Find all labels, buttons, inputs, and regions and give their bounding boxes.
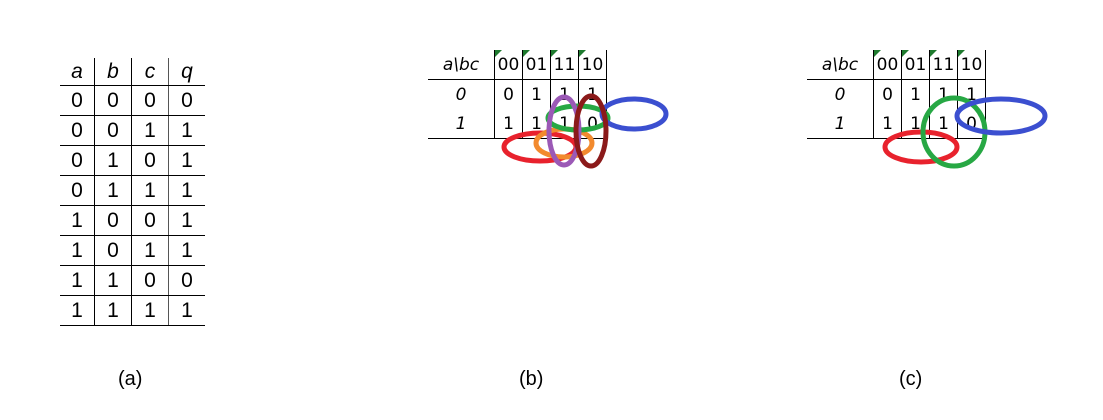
caption-c: (c): [899, 368, 923, 390]
truth-table-cell-c: 0: [131, 145, 169, 176]
kmap-c-cell: 0: [873, 79, 902, 109]
kmap-b-col-header: 11: [550, 50, 579, 80]
truth-table-cell-b: 1: [94, 295, 132, 326]
kmap-b-cell: 1: [522, 109, 551, 139]
truth-table-cell-a: 1: [60, 265, 95, 296]
kmap-c-row-label: 0: [834, 84, 846, 105]
truth-table-cell-a: 0: [60, 175, 95, 206]
truth-table-cell-a: 1: [60, 205, 95, 236]
kmap-b-cell: 1: [550, 109, 579, 139]
truth-table-cell-c: 0: [131, 205, 169, 236]
kmap-b-cell: 1: [550, 79, 579, 109]
loop-blue: [599, 96, 669, 132]
kmap-b-col-header: 01: [522, 50, 551, 80]
truth-table-cell-q: 1: [168, 115, 205, 146]
kmap-b-col-header: 10: [578, 50, 607, 80]
truth-table-cell-c: 1: [131, 115, 169, 146]
kmap-b-cell: 1: [522, 79, 551, 109]
kmap-c-cell: 1: [929, 109, 958, 139]
kmap-b-col-header: 00: [494, 50, 523, 80]
kmap-b-row-label: 1: [428, 109, 495, 139]
truth-table-cell-a: 1: [60, 235, 95, 266]
truth-table-cell-c: 1: [131, 175, 169, 206]
truth-table-cell-b: 1: [94, 145, 132, 176]
truth-table-cell-b: 0: [94, 235, 132, 266]
kmap-c-col-header: 10: [957, 50, 986, 80]
truth-table-cell-a: 0: [60, 145, 95, 176]
truth-table-cell-a: 1: [60, 295, 95, 326]
kmap-c-cell: 1: [873, 109, 902, 139]
truth-table-cell-b: 0: [94, 85, 132, 116]
truth-table-header: a b c q: [60, 58, 205, 86]
truth-table-cell-q: 1: [168, 175, 205, 206]
truth-table-cell-c: 0: [131, 85, 169, 116]
kmap-b-cell: 0: [494, 79, 523, 109]
kmap-c: a\bc 00 01 11 10 0 0 1 1 1 1 1 1 1 0: [807, 50, 1048, 169]
col-header-c: c: [131, 58, 169, 86]
kmap-b-corner: a\bc: [428, 50, 495, 80]
col-header-a: a: [60, 58, 95, 86]
truth-table-cell-c: 1: [131, 235, 169, 266]
truth-table-cell-a: 0: [60, 85, 95, 116]
kmap-c-cell: 1: [901, 109, 930, 139]
kmap-c-col-header: 00: [873, 50, 902, 80]
kmap-c-cell: 0: [957, 109, 986, 139]
truth-table-cell-q: 1: [168, 205, 205, 236]
truth-table-cell-q: 1: [168, 235, 205, 266]
kmap-c-col-header: 01: [901, 50, 930, 80]
kmap-b-row-label: 0: [455, 84, 467, 105]
col-header-b: b: [94, 58, 132, 86]
caption-a: (a): [118, 368, 143, 390]
truth-table-cell-q: 1: [168, 145, 205, 176]
truth-table-cell-b: 1: [94, 175, 132, 206]
truth-table-cell-q: 0: [168, 85, 205, 116]
kmap-b-cell: 1: [494, 109, 523, 139]
truth-table-cell-q: 0: [168, 265, 205, 296]
kmap-c-col-header: 11: [929, 50, 958, 80]
kmap-c-cell: 1: [957, 79, 986, 109]
truth-table-cell-b: 1: [94, 265, 132, 296]
truth-table-cell-q: 1: [168, 295, 205, 326]
kmap-b: a\bc 00 01 11 10 0 0 1 1 1 1 1 1 1 0: [428, 50, 669, 169]
kmap-b-cell: 0: [578, 109, 607, 139]
kmap-c-cell: 1: [901, 79, 930, 109]
truth-table-cell-b: 0: [94, 115, 132, 146]
kmap-c-corner: a\bc: [807, 50, 874, 80]
caption-b: (b): [519, 368, 544, 390]
col-header-q: q: [168, 58, 205, 86]
truth-table-cell-b: 0: [94, 205, 132, 236]
kmap-c-row-label: 1: [807, 109, 874, 139]
kmap-c-cell: 1: [929, 79, 958, 109]
truth-table-cell-c: 1: [131, 295, 169, 326]
truth-table-cell-a: 0: [60, 115, 95, 146]
truth-table-cell-c: 0: [131, 265, 169, 296]
kmap-b-cell: 1: [578, 79, 607, 109]
